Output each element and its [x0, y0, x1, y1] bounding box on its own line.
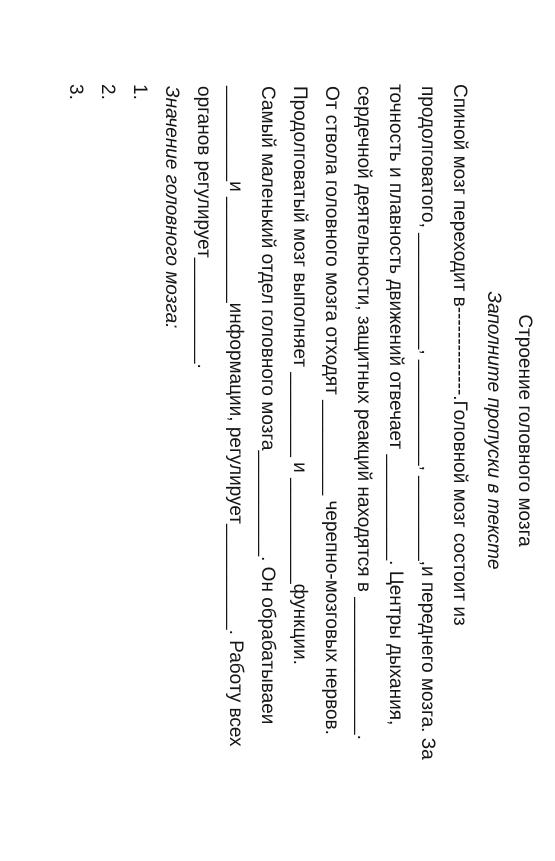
section-heading: Значение головного мозга: — [161, 86, 182, 329]
text-line-1: Спиной мозг переходит в--------------.Го… — [449, 84, 470, 626]
list-item-1: 1. — [129, 84, 150, 100]
text-line-5: От ствола головного мозга отходят ______… — [321, 86, 342, 735]
text-line-6: Продолговатый мозг выполняет ________ и … — [289, 86, 310, 665]
list-item-2: 2. — [97, 84, 118, 100]
text-line-2: продолговатого, ___________, __________,… — [417, 86, 438, 760]
document-subtitle: Заполните пропуски в тексте — [483, 291, 504, 570]
text-line-7: Самый маленький отдел головного мозга___… — [257, 86, 278, 725]
document-title: Строение головного мозга — [514, 314, 535, 547]
text-line-8: _________и __________информации, регулир… — [225, 86, 246, 747]
text-line-3: точность и плавность движений отвечает _… — [385, 84, 406, 726]
list-item-3: 3. — [65, 84, 86, 100]
text-line-4: сердечной деятельности, защитных реакций… — [353, 86, 374, 740]
text-line-9: органов регулирует__________. — [193, 86, 214, 369]
